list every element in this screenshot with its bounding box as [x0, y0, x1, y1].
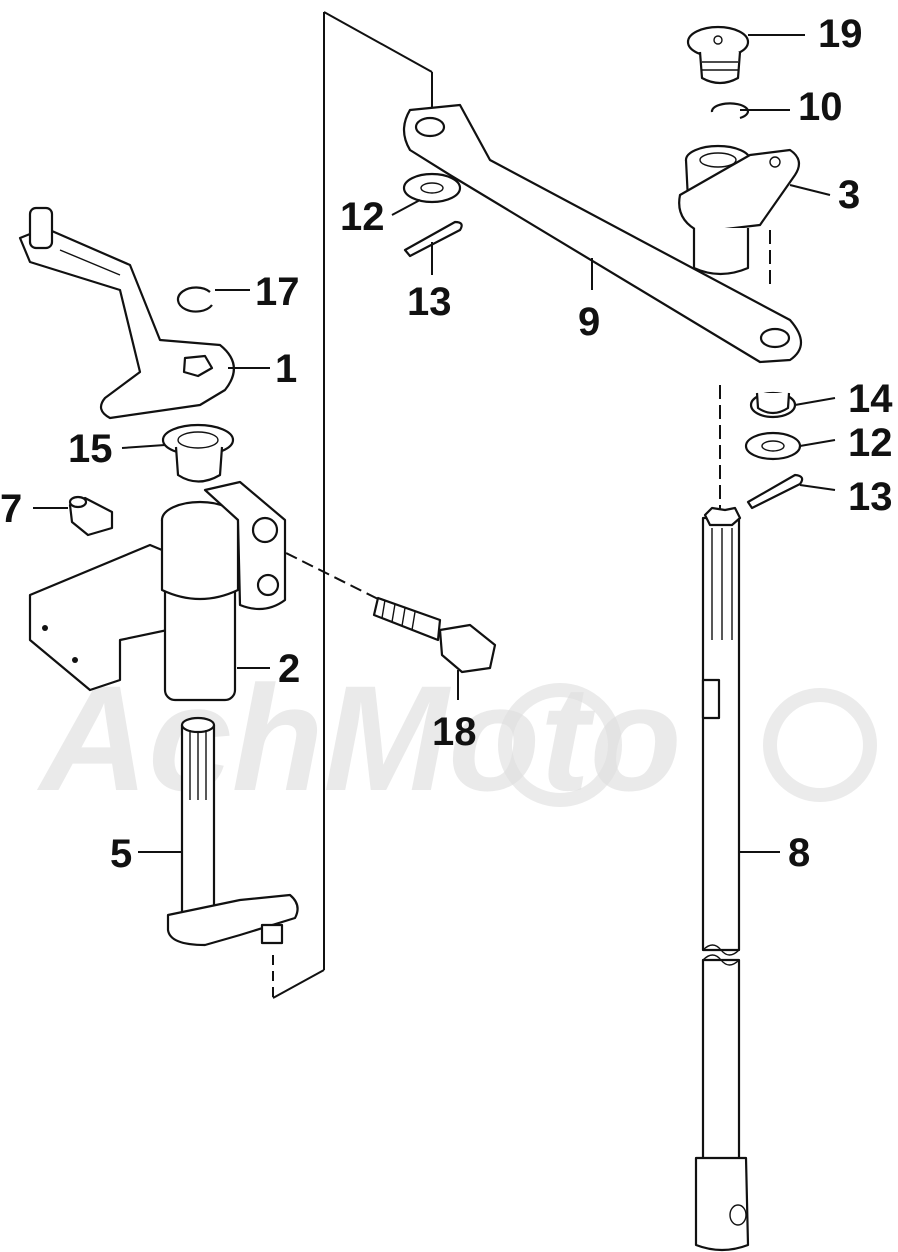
- link-bar-part: [402, 103, 803, 364]
- callout-10: 10: [798, 85, 843, 129]
- callout-12-lower: 12: [848, 421, 893, 465]
- washer-lower-part: [744, 431, 802, 461]
- bolt-part: [372, 596, 497, 674]
- callout-1: 1: [275, 347, 297, 391]
- cotter-pin-lower-part: [746, 473, 804, 510]
- shift-lever-body-part: [28, 480, 287, 702]
- e-clip-part: [176, 286, 213, 313]
- bushing-part: [161, 423, 235, 483]
- callout-5: 5: [110, 832, 132, 876]
- callout-12-upper: 12: [340, 195, 385, 239]
- callout-19: 19: [818, 12, 863, 56]
- plug-part: [686, 25, 750, 85]
- callout-13-lower: 13: [848, 475, 893, 519]
- callout-13-upper: 13: [407, 280, 452, 324]
- callout-14: 14: [848, 377, 893, 421]
- callout-labels: 19 10 3 12 13 9 17 1 15 7 2 18 5 14 12 1…: [0, 12, 893, 876]
- nut-part: [749, 391, 797, 419]
- splined-shaft-part: [166, 716, 299, 947]
- callout-7: 7: [0, 487, 22, 531]
- callout-3: 3: [838, 173, 860, 217]
- circlip-part: [710, 102, 750, 120]
- washer-upper-part: [402, 172, 462, 204]
- callout-15: 15: [68, 427, 113, 471]
- callout-9: 9: [578, 300, 600, 344]
- leader-lines: [33, 34, 836, 853]
- callout-8: 8: [788, 831, 810, 875]
- watermark: AchMoto: [36, 654, 877, 822]
- boundary-lines: [269, 11, 771, 999]
- callout-2: 2: [278, 647, 300, 691]
- callout-17: 17: [255, 270, 300, 314]
- lever-bracket-part: [678, 144, 801, 276]
- shift-shaft-part: [694, 506, 750, 1252]
- callout-18: 18: [432, 710, 477, 754]
- grease-nipple-part: [68, 495, 114, 537]
- cotter-pin-upper-part: [403, 220, 463, 258]
- lever-arm-part: [18, 206, 235, 420]
